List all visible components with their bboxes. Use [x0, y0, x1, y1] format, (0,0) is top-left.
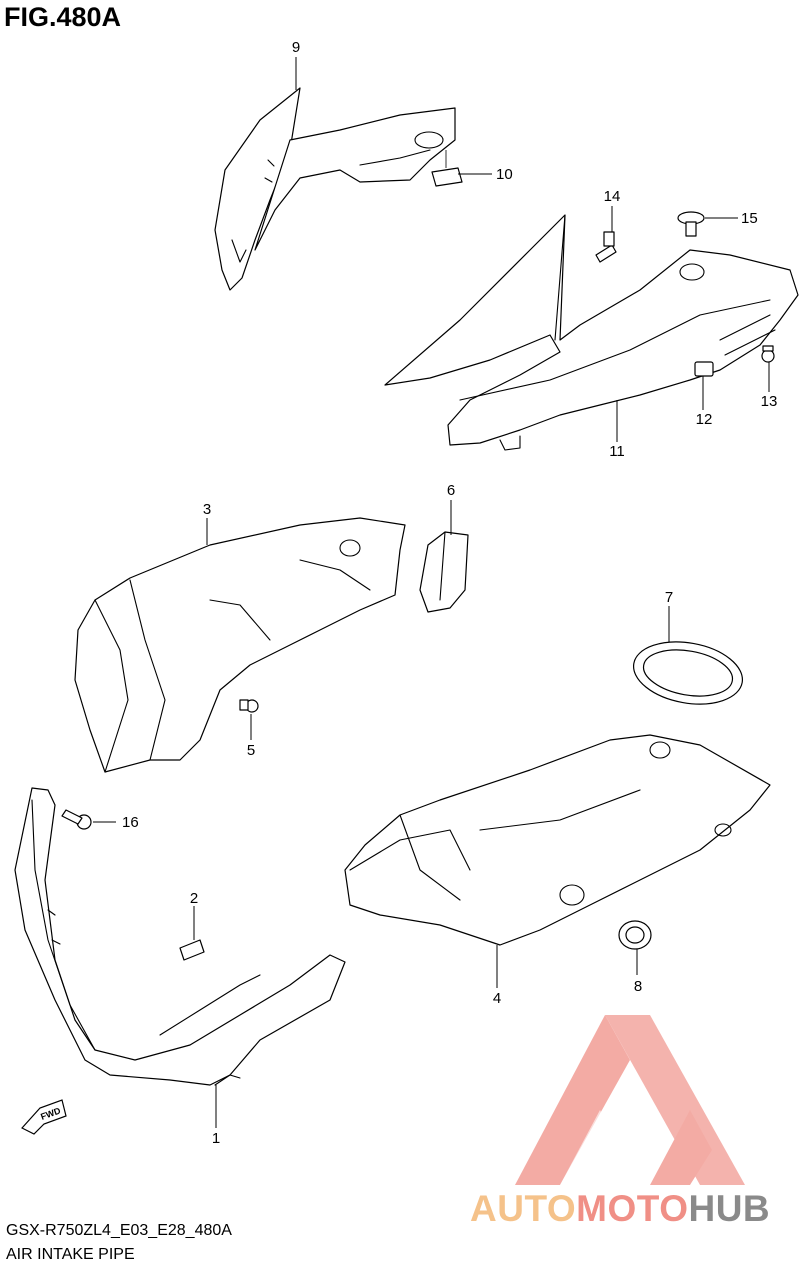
part-12-grommet	[694, 361, 714, 377]
leader-lines	[93, 57, 770, 1128]
part-7-ring-seal	[632, 641, 744, 705]
part-number-6: 6	[447, 482, 455, 499]
part-number-3: 3	[203, 501, 211, 518]
part-6-seal	[419, 531, 469, 613]
part-1-lower-duct	[14, 787, 346, 1086]
part-number-14: 14	[604, 188, 621, 205]
watermark-logo	[515, 1015, 745, 1185]
part-3-left-duct	[74, 517, 406, 773]
part-numbers: 9 10 14 15 13 12 11 3 6 5 7 16 2 4 8 1	[122, 39, 777, 1147]
part-4-right-duct	[344, 734, 771, 946]
part-16-screw	[61, 809, 92, 830]
part-number-2: 2	[190, 890, 198, 907]
part-number-12: 12	[696, 411, 713, 428]
watermark-text: AUTOMOTOHUB	[470, 1188, 770, 1230]
part-9-duct-cover	[214, 87, 456, 291]
figure-code: GSX-R750ZL4_E03_E28_480A	[6, 1222, 232, 1239]
part-14-screw	[595, 231, 617, 263]
watermark-moto: MOTO	[576, 1188, 689, 1229]
figure-name: AIR INTAKE PIPE	[6, 1246, 135, 1263]
part-8-grommet	[618, 920, 652, 950]
part-number-4: 4	[493, 990, 501, 1007]
part-number-15: 15	[741, 210, 758, 227]
part-number-7: 7	[665, 589, 673, 606]
part-number-13: 13	[761, 393, 778, 410]
part-number-10: 10	[496, 166, 513, 183]
watermark-hub: HUB	[688, 1188, 771, 1229]
part-15-rivet	[677, 211, 705, 237]
part-10-label	[431, 150, 463, 187]
part-2-label	[179, 939, 205, 961]
fwd-arrow-icon: FWD	[21, 1099, 67, 1135]
part-number-1: 1	[212, 1130, 220, 1147]
watermark-auto: AUTO	[470, 1188, 577, 1229]
part-number-11: 11	[609, 443, 625, 460]
part-number-8: 8	[634, 978, 642, 995]
part-number-9: 9	[292, 39, 300, 56]
part-number-16: 16	[122, 814, 139, 831]
part-13-screw	[761, 345, 775, 363]
part-5-screw	[239, 699, 259, 713]
part-11-side-cover	[384, 214, 799, 451]
figure-title: FIG.480A	[4, 2, 122, 32]
part-number-5: 5	[247, 742, 255, 759]
